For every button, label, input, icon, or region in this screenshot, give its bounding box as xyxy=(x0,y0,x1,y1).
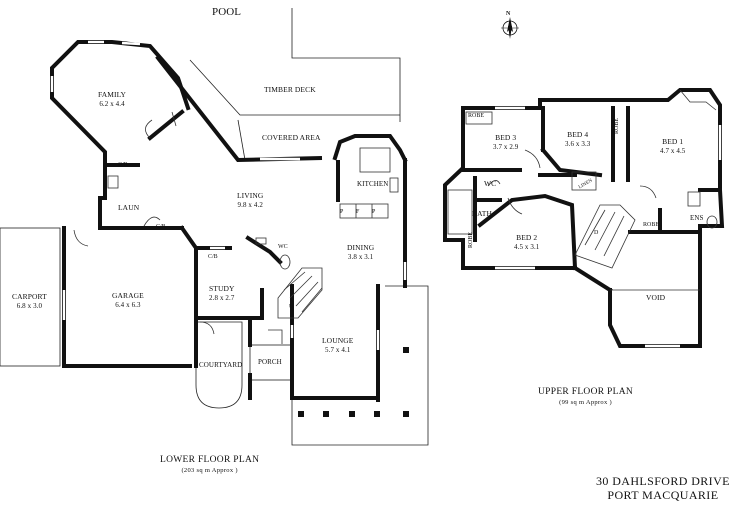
courtyard-label: COURTYARD xyxy=(199,361,243,369)
garage-size: 6.4 x 6.3 xyxy=(115,300,141,309)
void-label: VOID xyxy=(646,293,666,302)
upper-floor-title: UPPER FLOOR PLAN xyxy=(538,387,634,397)
lower-floor-title: LOWER FLOOR PLAN xyxy=(160,455,260,465)
laundry-label: LAUN xyxy=(118,203,140,212)
study-name: STUDY xyxy=(209,284,235,293)
upper-window-openings xyxy=(495,106,722,348)
bed3-name: BED 3 xyxy=(495,133,517,142)
upper-floor-area: (99 sq m Approx ) xyxy=(559,398,612,406)
lower-floor-area: (203 sq m Approx ) xyxy=(181,466,238,474)
bed2-name: BED 2 xyxy=(516,233,538,242)
bed3-label: BED 3 3.7 x 2.9 xyxy=(493,133,519,151)
property-address: 30 DAHLSFORD DRIVE PORT MACQUARIE xyxy=(596,474,730,503)
carport-name: CARPORT xyxy=(12,292,47,301)
north-compass-icon xyxy=(501,17,519,39)
stair-down-label: D xyxy=(594,230,599,236)
pantry-label-1: P xyxy=(340,209,344,215)
lounge-name: LOUNGE xyxy=(322,336,354,345)
timber-deck-label: TIMBER DECK xyxy=(264,85,316,94)
garage-name: GARAGE xyxy=(112,291,144,300)
window-openings xyxy=(50,40,407,350)
stair-up-label: U xyxy=(289,304,294,310)
study-size: 2.8 x 2.7 xyxy=(209,293,235,302)
porch-label: PORCH xyxy=(258,358,282,366)
bed4-name: BED 4 xyxy=(567,130,589,139)
robe-label-4: ROBE xyxy=(643,222,660,228)
bed1-size: 4.7 x 4.5 xyxy=(660,146,686,155)
covered-area-label: COVERED AREA xyxy=(262,133,321,142)
bed4-size: 3.6 x 3.3 xyxy=(565,139,591,148)
kitchen-label: KITCHEN xyxy=(357,180,389,188)
lounge-size: 5.7 x 4.1 xyxy=(325,345,351,354)
cupboard-label-1: C/B xyxy=(118,162,128,168)
address-line-1: 30 DAHLSFORD DRIVE xyxy=(596,474,730,488)
wc-upper-label: WC xyxy=(484,179,497,188)
verandah-posts xyxy=(298,347,409,417)
upper-floor-walls xyxy=(443,88,725,348)
robe-label-1: ROBE xyxy=(468,113,485,119)
family-room-size: 6.2 x 4.4 xyxy=(99,99,125,108)
compass-north-letter: N xyxy=(506,11,511,17)
study-label: STUDY 2.8 x 2.7 xyxy=(209,284,235,302)
upper-interior-details xyxy=(447,89,718,291)
wc-lower-label: WC xyxy=(278,244,288,250)
cupboard-label-2: C/B xyxy=(156,224,166,230)
lounge-label: LOUNGE 5.7 x 4.1 xyxy=(322,336,354,354)
living-room-size: 9.8 x 4.2 xyxy=(237,200,263,209)
dining-room-label: DINING 3.8 x 3.1 xyxy=(347,243,375,261)
robe-label-2: ROBE xyxy=(614,117,620,134)
address-line-2: PORT MACQUARIE xyxy=(607,487,719,502)
bath-label: BATH xyxy=(472,209,492,218)
bed1-label: BED 1 4.7 x 4.5 xyxy=(660,137,686,155)
carport-size: 6.8 x 3.0 xyxy=(16,301,43,310)
cupboard-label-3: C/B xyxy=(208,254,218,260)
living-room-label: LIVING 9.8 x 4.2 xyxy=(237,191,264,209)
lower-interior-details xyxy=(73,111,399,344)
bed3-size: 3.7 x 2.9 xyxy=(493,142,519,151)
bed2-label: BED 2 4.5 x 3.1 xyxy=(514,233,540,251)
pantry-label-2: P xyxy=(372,209,376,215)
robe-label-3: ROBE xyxy=(468,231,474,248)
bed2-size: 4.5 x 3.1 xyxy=(514,242,540,251)
ensuite-label: ENS xyxy=(690,214,704,222)
family-room-label: FAMILY 6.2 x 4.4 xyxy=(98,90,127,108)
dining-room-size: 3.8 x 3.1 xyxy=(347,252,374,261)
family-room-name: FAMILY xyxy=(98,90,127,99)
carport-label: CARPORT 6.8 x 3.0 xyxy=(12,292,47,310)
fridge-label: F xyxy=(356,209,360,215)
bed4-label: BED 4 3.6 x 3.3 xyxy=(565,130,591,148)
pool-label: POOL xyxy=(212,6,242,18)
garage-label: GARAGE 6.4 x 6.3 xyxy=(112,291,144,309)
bed1-name: BED 1 xyxy=(662,137,684,146)
living-room-name: LIVING xyxy=(237,191,264,200)
upper-floor-plan-caption: UPPER FLOOR PLAN (99 sq m Approx ) xyxy=(538,387,633,406)
dining-room-name: DINING xyxy=(347,243,375,252)
lower-floor-plan-caption: LOWER FLOOR PLAN (203 sq m Approx ) xyxy=(160,455,259,474)
